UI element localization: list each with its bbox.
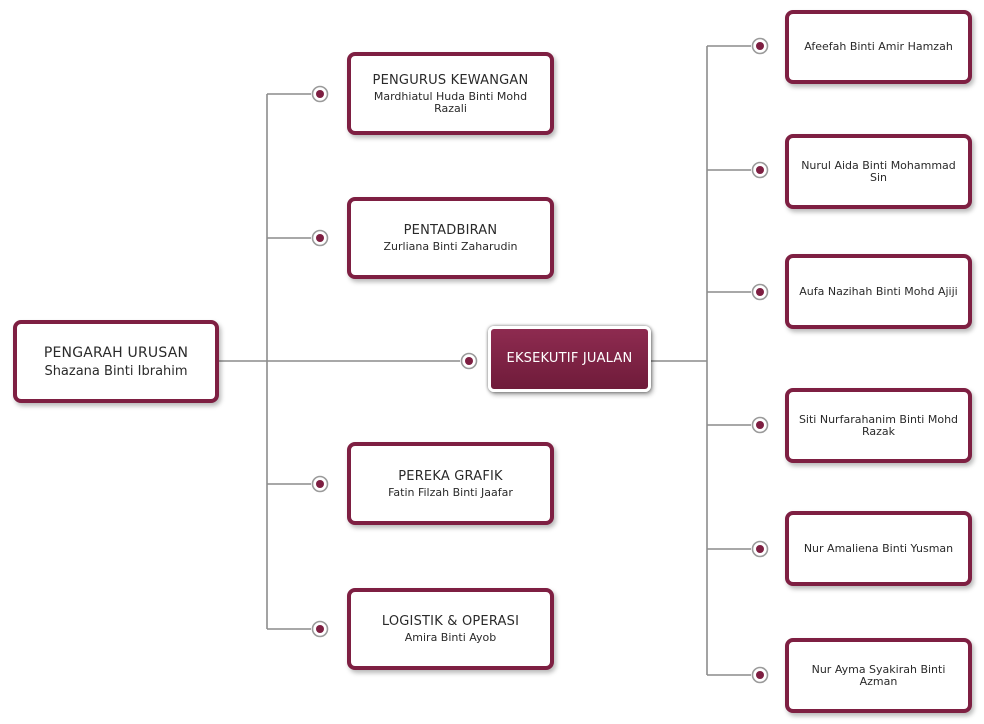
node-pereka-grafik: PEREKA GRAFIK Fatin Filzah Binti Jaafar <box>347 442 554 525</box>
connector-dot-sales-2 <box>751 161 769 179</box>
connector-dot-pereka <box>311 475 329 493</box>
node-sales-member: Afeefah Binti Amir Hamzah <box>785 10 972 84</box>
node-sales-member: Nurul Aida Binti Mohammad Sin <box>785 134 972 209</box>
connector-dot-hub <box>460 352 478 370</box>
node-person-name: Afeefah Binti Amir Hamzah <box>804 40 953 53</box>
node-person-name: Nur Ayma Syakirah Binti Azman <box>811 662 946 688</box>
connector-dot-sales-5 <box>751 540 769 558</box>
node-sales-member: Nur Amaliena Binti Yusman <box>785 511 972 586</box>
node-title: PEREKA GRAFIK <box>398 468 503 484</box>
node-person-name: Nurul Aida Binti Mohammad Sin <box>801 158 956 184</box>
node-person-name: Fatin Filzah Binti Jaafar <box>388 485 513 499</box>
connector-dot-sales-1 <box>751 37 769 55</box>
node-title: PENGARAH URUSAN <box>43 344 189 361</box>
connector-dot-sales-3 <box>751 283 769 301</box>
node-person-name: Zurliana Binti Zaharudin <box>383 240 518 253</box>
node-pengurus-kewangan: PENGURUS KEWANGAN Mardhiatul Huda Binti … <box>347 52 554 135</box>
connector-dot-pentadbiran <box>311 229 329 247</box>
node-title: PENGURUS KEWANGAN <box>372 72 529 88</box>
connector-dot-logistik <box>311 620 329 638</box>
connector-dot-sales-4 <box>751 416 769 434</box>
node-title: EKSEKUTIF JUALAN <box>506 351 633 366</box>
node-person-name: Siti Nurfarahanim Binti Mohd Razak <box>798 412 959 438</box>
node-eksekutif-jualan: EKSEKUTIF JUALAN <box>488 326 651 392</box>
node-sales-member: Nur Ayma Syakirah Binti Azman <box>785 638 972 713</box>
node-person-name: Nur Amaliena Binti Yusman <box>803 541 954 555</box>
node-person-name: Aufa Nazihah Binti Mohd Ajiji <box>799 284 958 298</box>
node-title: LOGISTIK & OPERASI <box>381 614 520 629</box>
node-person-name: Amira Binti Ayob <box>404 631 497 644</box>
node-pentadbiran: PENTADBIRAN Zurliana Binti Zaharudin <box>347 197 554 279</box>
node-sales-member: Siti Nurfarahanim Binti Mohd Razak <box>785 388 972 463</box>
node-person-name: Shazana Binti Ibrahim <box>44 363 188 379</box>
node-pengarah-urusan: PENGARAH URUSAN Shazana Binti Ibrahim <box>13 320 219 403</box>
node-title: PENTADBIRAN <box>403 223 498 238</box>
node-sales-member: Aufa Nazihah Binti Mohd Ajiji <box>785 254 972 329</box>
connector-dot-sales-6 <box>751 666 769 684</box>
connector-dot-kewangan <box>311 85 329 103</box>
node-logistik-operasi: LOGISTIK & OPERASI Amira Binti Ayob <box>347 588 554 670</box>
node-person-name: Mardhiatul Huda Binti Mohd Razali <box>373 89 528 115</box>
